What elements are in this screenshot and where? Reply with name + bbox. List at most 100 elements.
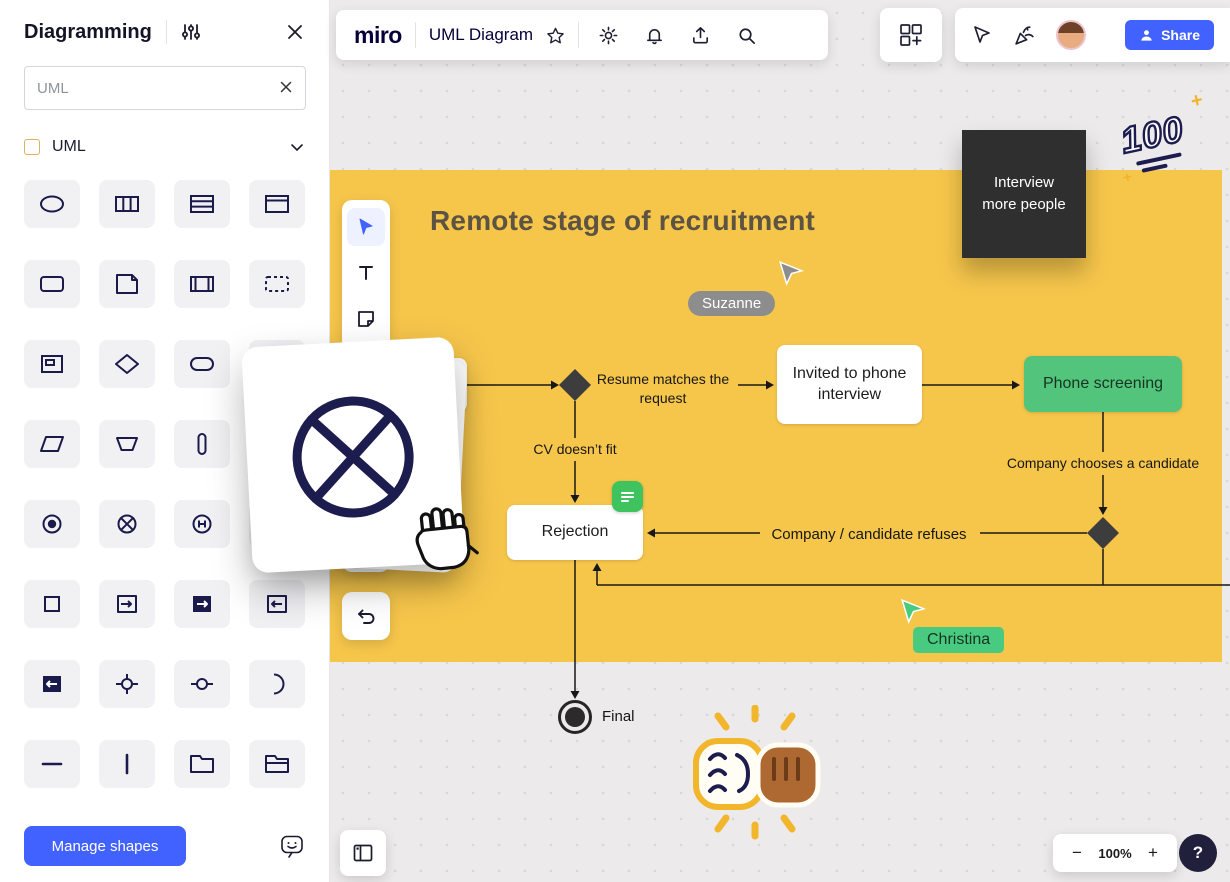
shape-flow-final[interactable] — [99, 500, 155, 548]
shape-horizontal-partition[interactable] — [174, 180, 230, 228]
label-cv-doesnt-fit[interactable]: CV doesn’t fit — [500, 438, 650, 461]
settings-button[interactable] — [598, 25, 619, 46]
shape-frame[interactable] — [249, 180, 305, 228]
filter-button[interactable] — [165, 20, 201, 44]
shape-receive-signal[interactable] — [249, 660, 305, 708]
board-toolbar: miro UML Diagram — [336, 10, 828, 60]
favorite-button[interactable] — [546, 26, 565, 45]
shape-shallow-history[interactable] — [174, 500, 230, 548]
zoom-controls: − 100% + — [1053, 834, 1177, 872]
divider — [414, 22, 416, 48]
final-node[interactable] — [558, 700, 592, 734]
export-icon — [693, 26, 709, 43]
shape-vertical-line[interactable] — [99, 740, 155, 788]
invited-node[interactable]: Invited to phone interview — [777, 345, 922, 424]
shape-manual-operation[interactable] — [99, 420, 155, 468]
clear-search-button[interactable] — [277, 78, 295, 101]
dragged-shape-card[interactable] — [241, 336, 465, 574]
shape-join-node[interactable] — [99, 660, 155, 708]
comment-icon[interactable] — [612, 481, 643, 512]
shape-output-pin[interactable] — [24, 660, 80, 708]
shape-dashed-rectangle[interactable] — [249, 260, 305, 308]
board-title[interactable]: UML Diagram — [428, 25, 534, 44]
uml-section-toggle[interactable] — [289, 139, 305, 155]
zoom-level[interactable]: 100% — [1098, 845, 1132, 861]
cursors-button[interactable] — [971, 24, 993, 46]
undo-button[interactable] — [342, 592, 390, 640]
shape-package-alt[interactable] — [249, 740, 305, 788]
christina-cursor-label: Christina — [913, 627, 1005, 653]
feedback-button[interactable] — [279, 833, 305, 859]
star-icon — [547, 27, 564, 43]
board-canvas[interactable]: Remote stage of recruitment — [330, 0, 1230, 882]
shape-initial-node[interactable] — [24, 500, 80, 548]
frames-panel-button[interactable] — [340, 830, 386, 876]
avatar[interactable] — [1056, 20, 1086, 50]
close-icon — [288, 25, 302, 39]
zoom-out-button[interactable]: − — [1072, 843, 1082, 862]
sticky-note-tool[interactable] — [347, 300, 385, 338]
sticky-note-text: Interview more people — [982, 173, 1066, 214]
label-company-refuses[interactable]: Company / candidate refuses — [763, 523, 975, 548]
flow-final-shape — [292, 396, 414, 518]
chevron-down-icon — [291, 144, 303, 152]
zoom-in-button[interactable]: + — [1148, 843, 1158, 862]
diagramming-panel: Diagramming UML — [0, 0, 330, 882]
shape-terminator[interactable] — [174, 340, 230, 388]
label-company-chooses[interactable]: Company chooses a candidate — [1003, 452, 1203, 475]
shape-search-input[interactable] — [24, 66, 306, 110]
frame-title[interactable]: Remote stage of recruitment — [430, 205, 816, 236]
select-tool[interactable] — [347, 208, 385, 246]
shape-ellipse[interactable] — [24, 180, 80, 228]
close-panel-button[interactable] — [285, 22, 305, 42]
frames-add-icon — [900, 24, 922, 46]
shape-exit-point[interactable] — [174, 580, 230, 628]
phone-screening-node[interactable]: Phone screening — [1024, 356, 1182, 412]
shape-vertical-partition[interactable] — [99, 180, 155, 228]
feedback-icon — [281, 835, 303, 858]
undo-icon — [358, 609, 375, 624]
suzanne-cursor-label: Suzanne — [688, 291, 776, 316]
grabbing-hand-cursor — [404, 496, 488, 588]
frames-add-button[interactable] — [880, 8, 942, 62]
decision-node-2[interactable] — [1087, 517, 1119, 549]
miro-logo[interactable]: miro — [354, 21, 402, 48]
uml-section-label: UML — [52, 138, 86, 155]
cursor-icon — [974, 26, 990, 43]
shape-entry-point[interactable] — [99, 580, 155, 628]
manage-shapes-button[interactable]: Manage shapes — [24, 826, 186, 866]
shape-predefined-process[interactable] — [174, 260, 230, 308]
sticky-note[interactable]: Interview more people — [962, 130, 1086, 258]
shape-square[interactable] — [24, 580, 80, 628]
shape-decision[interactable] — [99, 340, 155, 388]
help-button[interactable]: ? — [1179, 834, 1217, 872]
reactions-icon — [1015, 25, 1034, 45]
uml-shape-grid — [24, 180, 329, 788]
diagram-connectors — [467, 369, 1230, 699]
shape-rounded-rectangle[interactable] — [24, 260, 80, 308]
shape-vertical-capsule[interactable] — [174, 420, 230, 468]
fist-bump-sticker[interactable] — [680, 705, 830, 840]
christina-cursor-icon — [900, 598, 926, 624]
label-resume-matches[interactable]: Resume matches the request — [596, 371, 730, 406]
rejection-node[interactable]: Rejection — [507, 505, 643, 560]
share-button[interactable]: Share — [1125, 20, 1214, 50]
shape-horizontal-line[interactable] — [24, 740, 80, 788]
shape-note[interactable] — [99, 260, 155, 308]
export-button[interactable] — [690, 25, 711, 46]
shape-package[interactable] — [174, 740, 230, 788]
notifications-button[interactable] — [644, 25, 665, 46]
search-button[interactable] — [736, 25, 757, 46]
shape-component[interactable] — [24, 340, 80, 388]
decision-node-1[interactable] — [559, 369, 591, 401]
final-node-core — [565, 707, 585, 727]
uml-section-checkbox[interactable] — [24, 139, 40, 155]
shape-input-pin[interactable] — [249, 580, 305, 628]
notifications-bell-icon — [647, 28, 663, 44]
shape-merge-node[interactable] — [174, 660, 230, 708]
shape-parallelogram[interactable] — [24, 420, 80, 468]
final-node-label[interactable]: Final — [602, 708, 635, 725]
reactions-button[interactable] — [1013, 24, 1036, 47]
text-tool[interactable] — [347, 254, 385, 292]
